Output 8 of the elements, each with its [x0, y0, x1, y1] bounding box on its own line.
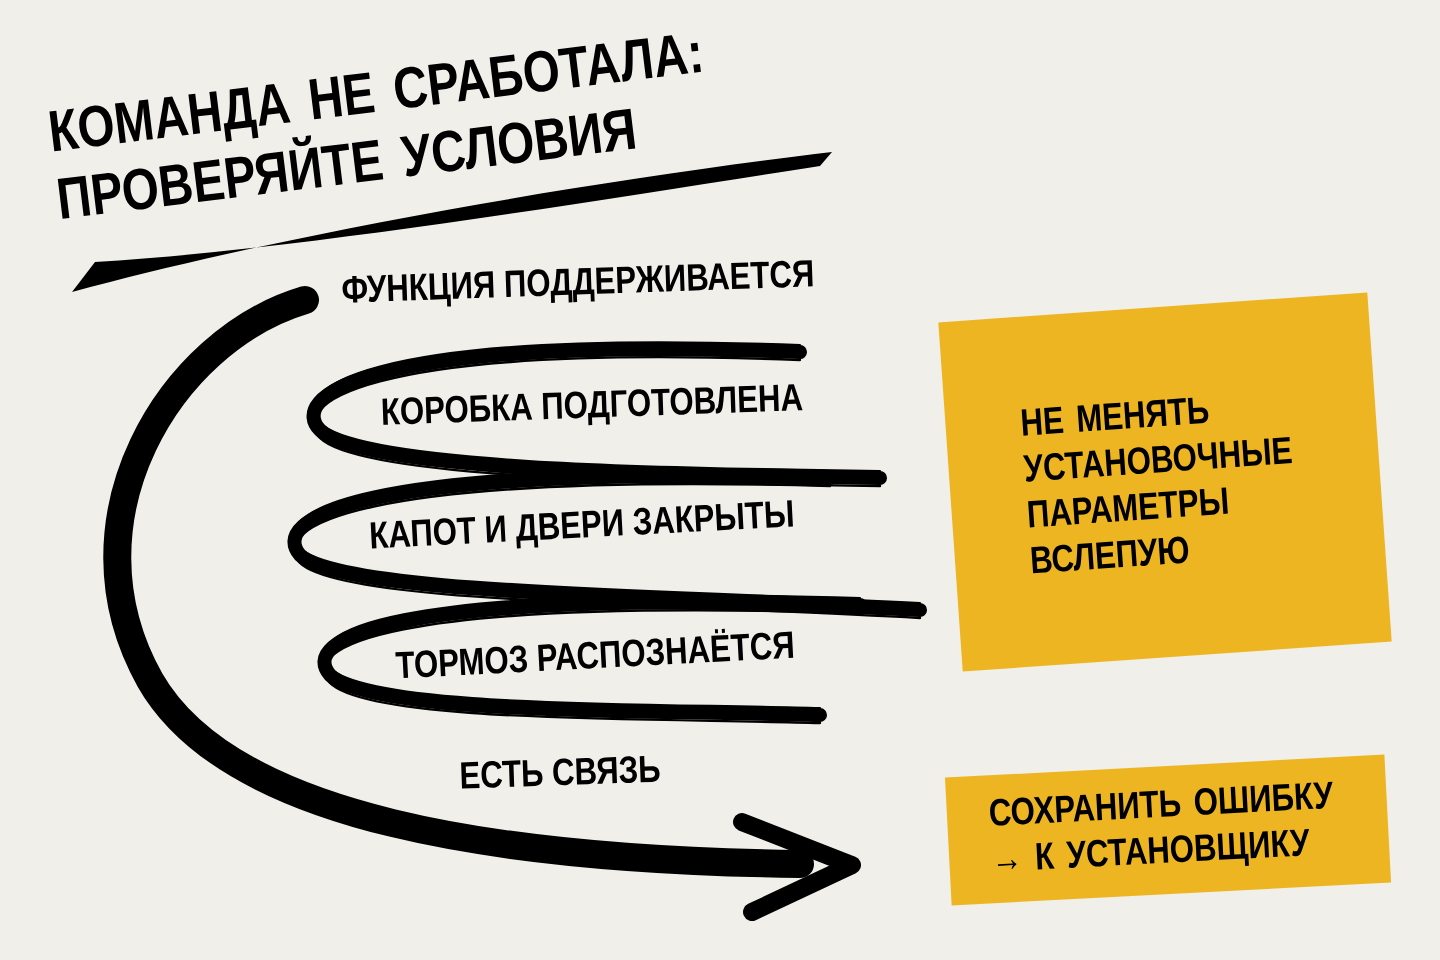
checklist-item: КАПОТ И ДВЕРИ ЗАКРЫТЫ: [370, 500, 793, 549]
note-patch: НЕ МЕНЯТЬ УСТАНОВОЧНЫЕ ПАРАМЕТРЫ ВСЛЕПУЮ: [938, 292, 1392, 672]
checklist-item: КОРОБКА ПОДГОТОВЛЕНА: [382, 384, 803, 426]
note-patch: СОХРАНИТЬ ОШИБКУ → К УСТАНОВЩИКУ: [944, 754, 1392, 906]
title: КОМАНДА НЕ СРАБОТАЛА: ПРОВЕРЯЙТЕ УСЛОВИЯ: [49, 35, 701, 219]
checklist-item: ФУНКЦИЯ ПОДДЕРЖИВАЕТСЯ: [342, 260, 813, 307]
checklist-item: ТОРМОЗ РАСПОЗНАЁТСЯ: [395, 628, 794, 679]
checklist-item: ЕСТЬ СВЯЗЬ: [461, 756, 660, 789]
